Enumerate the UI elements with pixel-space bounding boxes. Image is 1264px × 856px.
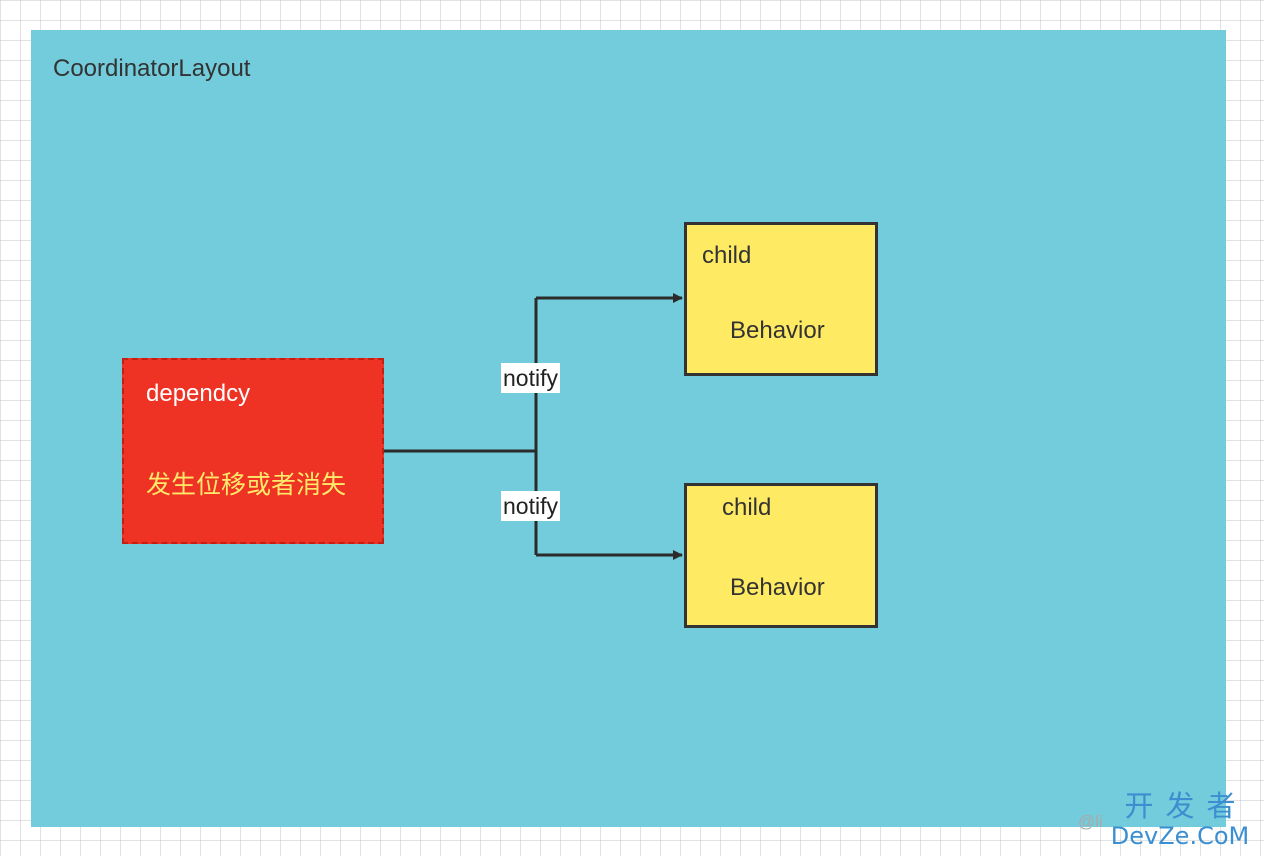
watermark-title: 开发者 — [1105, 790, 1264, 822]
child-label: child — [702, 242, 751, 270]
site-watermark-logo: 开发者 DevZe.CoM — [1105, 790, 1255, 850]
watermark-domain: DevZe.CoM — [1105, 822, 1255, 850]
behavior-label: Behavior — [730, 574, 825, 602]
dependency-title: dependcy — [146, 380, 250, 408]
child-box-top: child Behavior — [684, 222, 878, 376]
notify-label-top: notify — [501, 363, 560, 393]
child-box-bottom: child Behavior — [684, 483, 878, 628]
behavior-label: Behavior — [730, 317, 825, 345]
dependency-description: 发生位移或者消失 — [146, 465, 346, 501]
notify-label-bottom: notify — [501, 491, 560, 521]
coordinator-layout-container: CoordinatorLayout notify notify dependcy… — [31, 30, 1226, 827]
author-handle: @li — [1078, 812, 1103, 832]
dependency-box: dependcy 发生位移或者消失 — [122, 358, 384, 544]
child-label: child — [722, 494, 771, 522]
